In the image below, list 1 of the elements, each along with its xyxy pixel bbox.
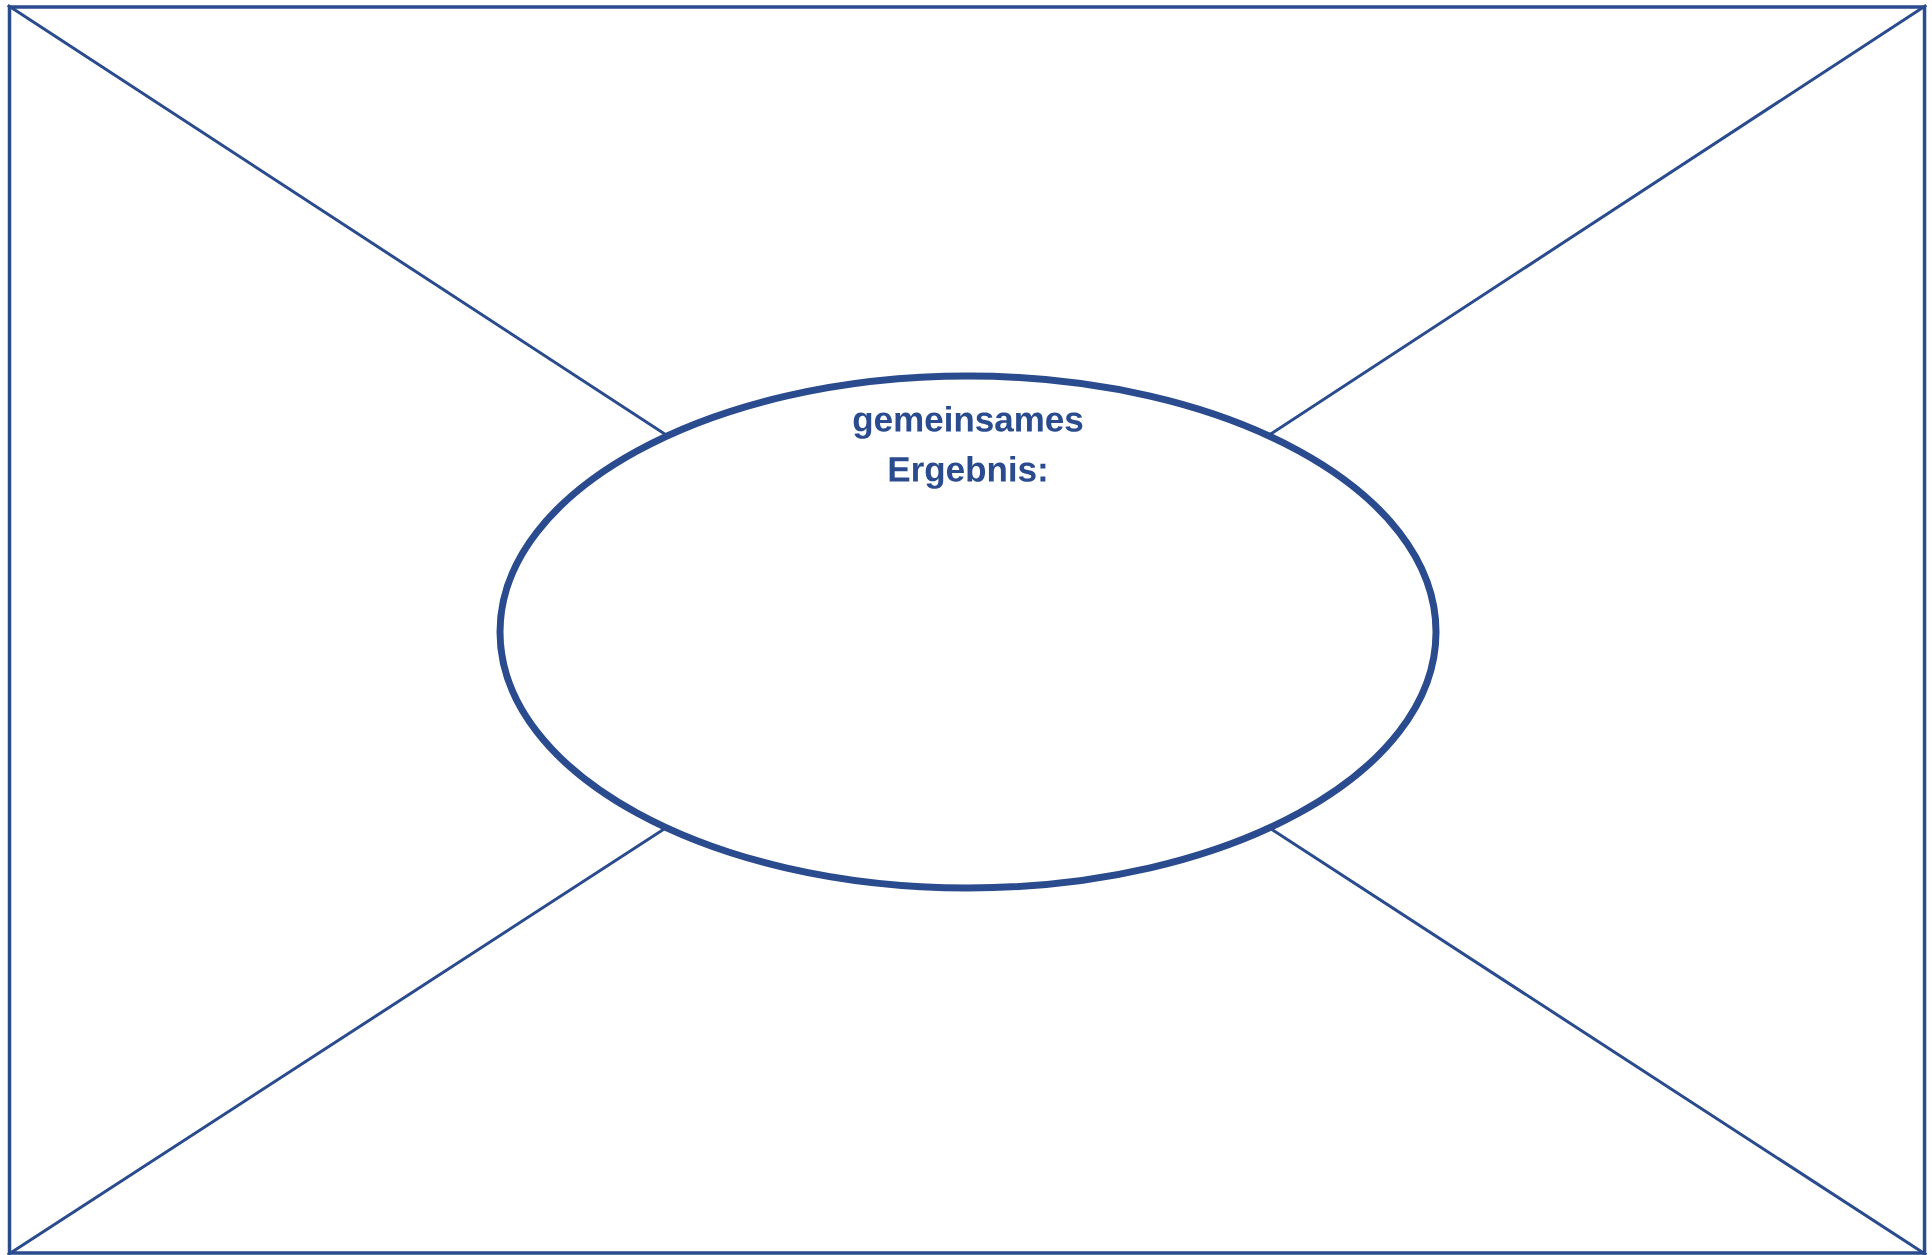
- placemat-frame: [7, 5, 1927, 1255]
